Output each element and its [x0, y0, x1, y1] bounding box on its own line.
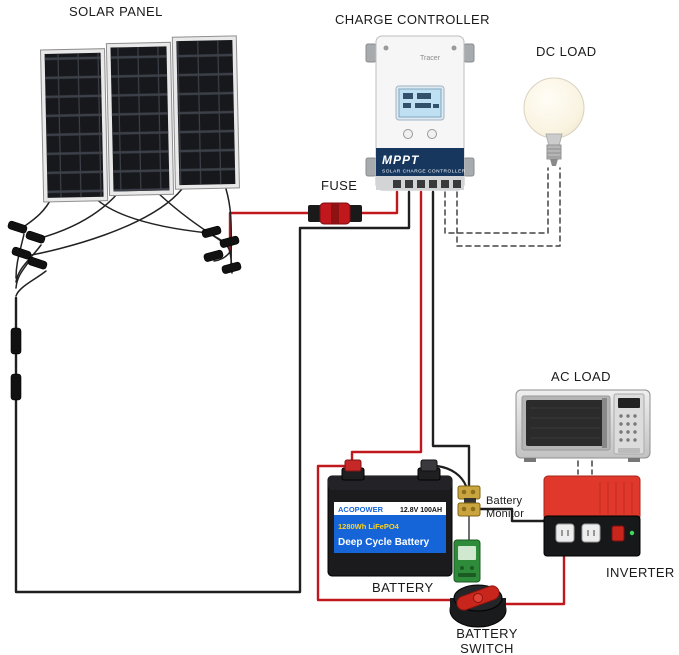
ac-load-label: AC LOAD	[551, 369, 611, 384]
microwave-icon	[515, 389, 651, 462]
battery-positive-wire	[350, 190, 423, 464]
fuse-graphic	[308, 202, 362, 225]
solar-panel-1	[40, 48, 109, 203]
dc-load-dashed-wire-2	[456, 167, 561, 247]
fuse-label: FUSE	[321, 178, 358, 193]
controller-subtitle-text: SOLAR CHARGE CONTROLLER	[382, 169, 466, 175]
controller-mode-text: MPPT	[382, 153, 420, 167]
shunt-to-battery-terminal-wire	[435, 464, 468, 488]
pv-positive-wire	[228, 211, 311, 254]
inverter-outlet-2	[581, 523, 601, 543]
charge-controller-label: CHARGE CONTROLLER	[335, 12, 490, 27]
battery-switch-label: BATTERY SWITCH	[456, 626, 518, 655]
mc4-coupling-1	[10, 327, 22, 355]
panel-lead-wires	[15, 188, 233, 297]
battery-to-switch-wire	[316, 464, 452, 602]
battery-brand-text: ACOPOWER	[338, 505, 384, 514]
battery-negative-wire	[431, 190, 471, 488]
battery-monitor-label: Battery Monitor	[486, 495, 525, 520]
pv-negative-wire	[14, 190, 411, 594]
switch-to-inverter-wire	[504, 555, 566, 606]
inverter-outlet-1	[555, 523, 575, 543]
battery-spec-text: 12.8V 100AH	[400, 507, 442, 514]
battery-capacity-text: 1280Wh LiFePO4	[338, 522, 400, 531]
fuse-to-controller-wire	[360, 190, 399, 215]
inverter-graphic	[543, 475, 641, 557]
battery-positive-terminal	[344, 459, 362, 472]
dc-load-dashed-wire-1	[444, 167, 549, 234]
mc4-coupling-2	[10, 373, 22, 401]
battery-type-text: Deep Cycle Battery	[338, 537, 430, 548]
wires	[14, 167, 593, 606]
battery-negative-terminal	[420, 459, 438, 472]
controller-button-select	[403, 129, 413, 139]
solar-panel-2	[105, 41, 175, 197]
mc4-connectors	[7, 220, 242, 401]
battery-monitor-shunt	[457, 485, 481, 517]
battery-label: BATTERY	[372, 580, 434, 595]
battery-monitor-display	[453, 539, 481, 583]
controller-terminals	[393, 180, 461, 188]
light-bulb-icon	[523, 77, 585, 166]
battery-switch-graphic	[449, 584, 507, 628]
controller-brand-band	[376, 148, 464, 176]
controller-button-enter	[427, 129, 437, 139]
dc-load-label: DC LOAD	[536, 44, 597, 59]
solar-panel-3	[171, 35, 240, 190]
inverter-negative-wire	[478, 507, 546, 523]
solar-panel-array	[40, 35, 240, 203]
inverter-power-switch	[611, 525, 625, 542]
charge-controller-graphic: Tracer MPPT SOLAR CHARGE CONTROLLER	[365, 35, 475, 191]
controller-brand-text: Tracer	[420, 55, 441, 62]
battery-graphic: ACOPOWER 12.8V 100AH 1280Wh LiFePO4 Deep…	[327, 459, 453, 577]
solar-panel-label: SOLAR PANEL	[69, 4, 163, 19]
inverter-label: INVERTER	[606, 565, 675, 580]
